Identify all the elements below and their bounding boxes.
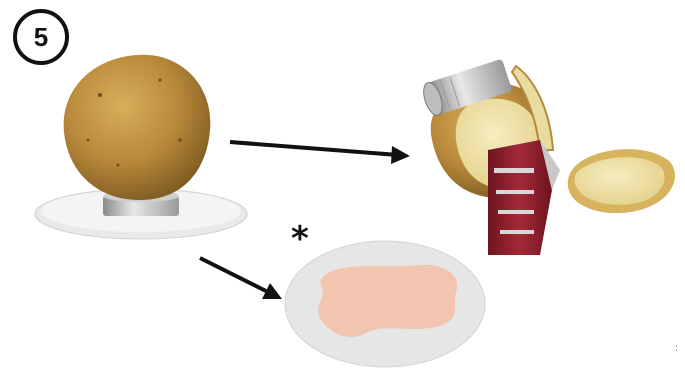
arrow-down — [200, 258, 282, 299]
potato-on-plate-illustration — [35, 55, 247, 239]
whole-potato — [64, 55, 211, 200]
cut-potato-with-tool-illustration — [420, 59, 675, 255]
scraped-sample-on-plate-illustration — [285, 241, 485, 367]
arrow-right — [230, 142, 410, 164]
multi-tool — [488, 140, 560, 255]
corner-mark: : — [675, 343, 678, 354]
asterisk-annotation: * — [291, 222, 309, 256]
pink-sample-smear — [318, 265, 457, 337]
